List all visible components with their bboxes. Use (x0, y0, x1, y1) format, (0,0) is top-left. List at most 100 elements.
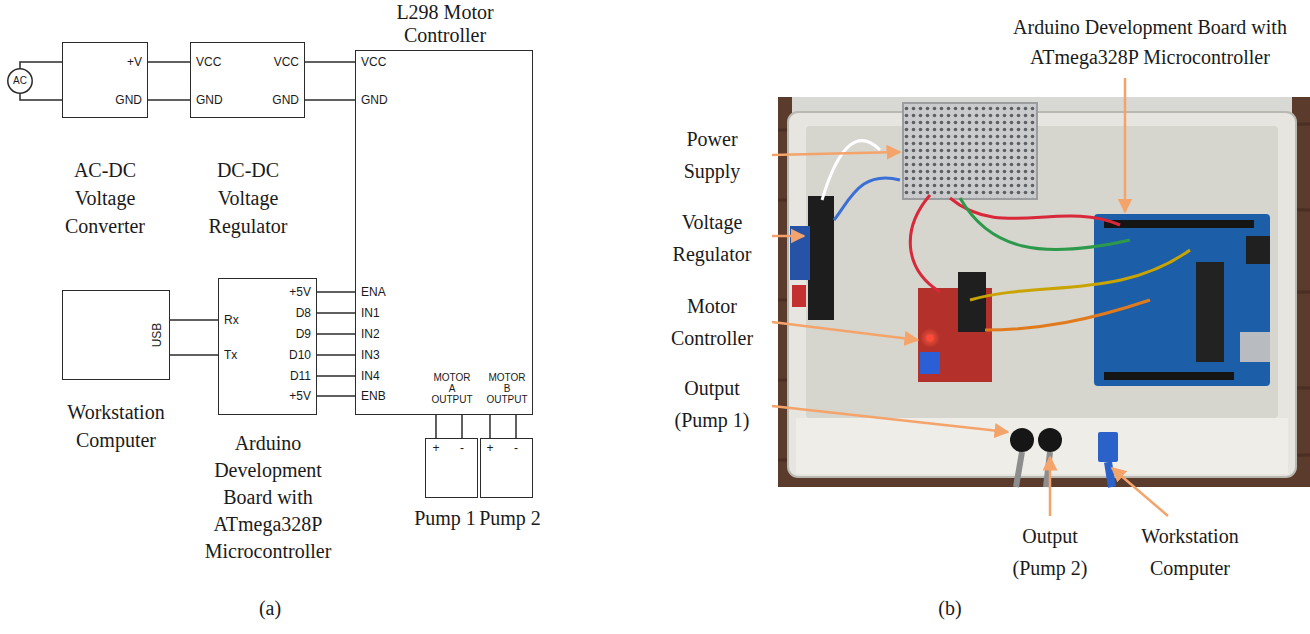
leader-line (772, 322, 918, 340)
wire (822, 141, 880, 200)
pin-label: D9 (296, 327, 311, 341)
panel-label: (b) (938, 596, 961, 620)
enclosure (788, 112, 1296, 477)
callout-label: Motor Controller (662, 290, 762, 354)
wire (435, 415, 437, 438)
box-title: AC-DC Voltage Converter (55, 156, 155, 240)
output-label: MOTOR B OUTPUT (486, 372, 527, 405)
wire (317, 395, 355, 397)
leader-line (1124, 78, 1127, 212)
output-label: MOTOR A OUTPUT (431, 372, 472, 405)
wire (317, 312, 355, 314)
terminal-block (920, 352, 940, 374)
usb-plug (1098, 432, 1118, 462)
pin-label: D11 (290, 369, 311, 383)
output-jack (1010, 428, 1034, 452)
computer-box: USBWorkstation Computer (62, 290, 170, 380)
leader-line (1112, 468, 1168, 516)
pin-label: IN2 (361, 327, 380, 341)
source-label: AC (13, 75, 27, 87)
voltage-regulator (790, 226, 810, 280)
callout-label: Arduino Development Board with ATmega328… (993, 12, 1308, 72)
usb-cable (1108, 462, 1112, 487)
pin-label: VCC (196, 55, 221, 69)
wire (515, 415, 517, 438)
pin-label: GND (196, 93, 223, 107)
leader-line (1049, 457, 1052, 516)
wire (317, 354, 355, 356)
wire (970, 250, 1190, 300)
pin-label: +5V (289, 285, 311, 299)
pin-label: USB (150, 323, 164, 348)
callout-label: Output (Pump 2) (1000, 520, 1100, 584)
controller-heatsink (958, 272, 986, 332)
callout-label: Power Supply (667, 123, 757, 187)
regulator-box: VCCGNDVCCGNDDC-DC Voltage Regulator (190, 42, 305, 118)
pin-label: ENA (361, 285, 386, 299)
box-title: L298 Motor Controller (385, 1, 505, 47)
pin-label: Rx (224, 313, 239, 327)
wood-table (778, 97, 1310, 487)
box-title: Arduino Development Board with ATmega328… (193, 430, 343, 565)
power-jack (1246, 236, 1270, 264)
enclosure-front (796, 418, 1288, 474)
regulator-heatsink (808, 196, 834, 320)
callout-label: Output (Pump 1) (662, 372, 762, 436)
header-pins (1104, 372, 1234, 380)
box-title: DC-DC Voltage Regulator (198, 156, 298, 240)
led (927, 335, 934, 342)
photo (778, 97, 1310, 487)
pin-label: IN1 (361, 306, 380, 320)
wire (960, 198, 1130, 250)
source-circle (8, 69, 32, 93)
led-glow (920, 328, 940, 348)
wire (985, 300, 1150, 330)
pin-label: VCC (274, 55, 299, 69)
enclosure-floor (806, 126, 1278, 418)
pin-label: GND (361, 93, 388, 107)
wire (170, 319, 218, 321)
usb-port (1240, 332, 1270, 362)
arduino-box: RxTx+5VD8D9D10D11+5VArduino Development … (218, 278, 317, 415)
wood-grain (778, 124, 1310, 460)
converter-box: +VGNDAC-DC Voltage Converter (62, 42, 148, 118)
wire (305, 99, 355, 101)
leader-line (772, 406, 1008, 432)
wire (317, 333, 355, 335)
pin-label: D10 (289, 348, 311, 362)
wire (834, 178, 900, 220)
wire (317, 291, 355, 293)
regulator-terminal (792, 285, 806, 307)
pump-cable (1016, 452, 1022, 487)
output-jack (1038, 428, 1062, 452)
terminal-sign: - (460, 441, 464, 455)
ac-source: AC (7, 68, 33, 94)
wire (317, 375, 355, 377)
arduino-board (1094, 214, 1270, 386)
panel-label: (a) (259, 596, 281, 620)
pin-label: D8 (296, 306, 311, 320)
callout-label: Voltage Regulator (662, 206, 762, 270)
terminal-sign: + (486, 441, 493, 455)
microcontroller-chip (1196, 262, 1224, 362)
pin-label: IN4 (361, 369, 380, 383)
box-title: Pump 1 (414, 506, 476, 530)
wire (461, 415, 463, 438)
pin-label: ENB (361, 389, 386, 403)
leader-line (772, 235, 804, 238)
pin-label: VCC (361, 55, 386, 69)
pin-label: GND (272, 93, 299, 107)
pump-box: +-Pump 1 (425, 438, 478, 498)
pin-label: +V (127, 55, 142, 69)
leader-lines (772, 78, 1168, 516)
wire (170, 354, 218, 356)
callout-label: Workstation Computer (1128, 520, 1253, 584)
motor-controller-box: L298 Motor ControllerVCCGNDENAIN1IN2IN3I… (355, 50, 533, 415)
wire (148, 99, 190, 101)
terminal-sign: - (514, 441, 518, 455)
pin-label: Tx (224, 348, 237, 362)
wire (305, 61, 355, 63)
box-title: Workstation Computer (54, 398, 179, 454)
wire (148, 61, 190, 63)
